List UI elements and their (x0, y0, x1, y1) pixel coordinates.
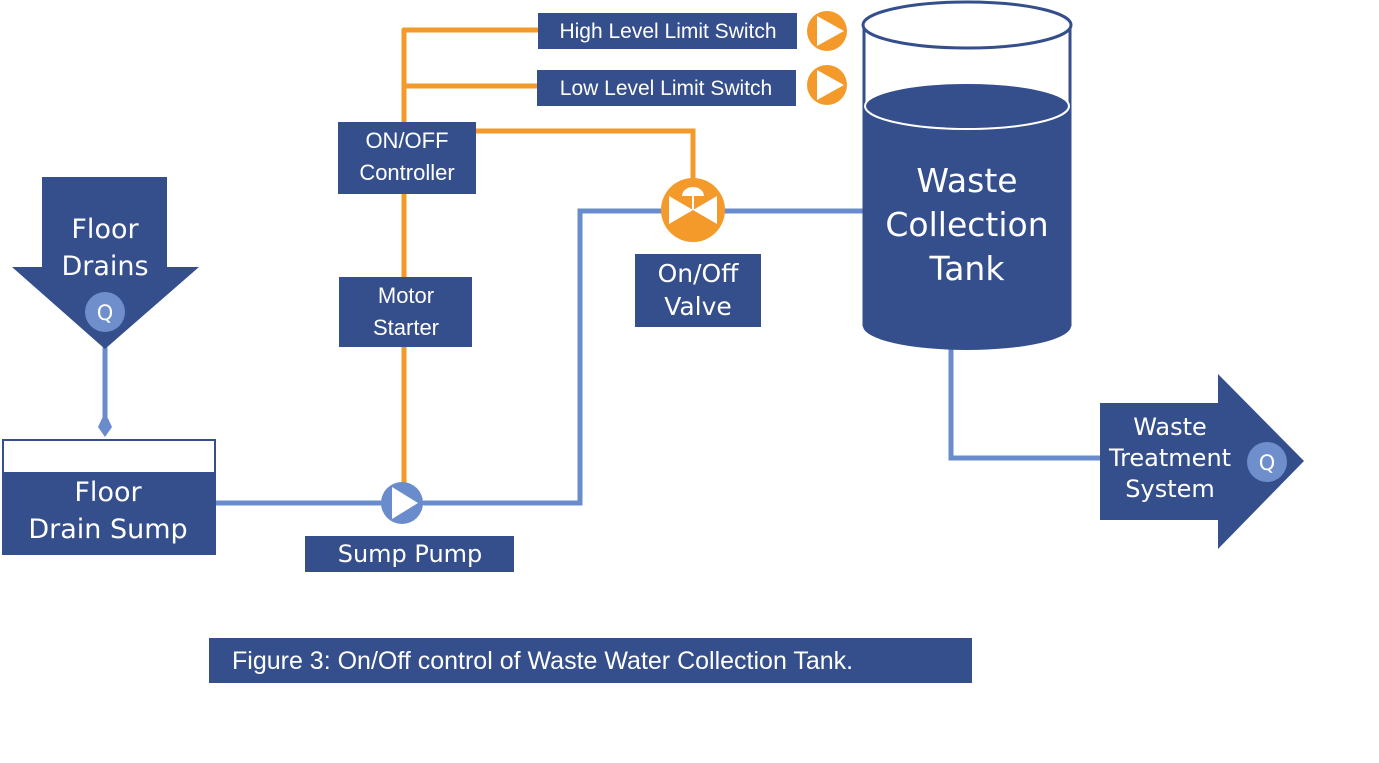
valve-actuator-icon (682, 187, 704, 196)
valve-right-wedge-icon (693, 196, 717, 224)
sump-fill (3, 472, 216, 555)
tank-label-1: Waste (916, 161, 1017, 200)
waste-collection-tank: Waste Collection Tank (861, 0, 1073, 350)
motor-starter-label-2: Starter (373, 315, 439, 340)
sump-pump: Sump Pump (305, 482, 514, 572)
floor-drains-arrow-shape (12, 177, 199, 349)
pump-triangle-icon (392, 487, 418, 519)
treatment-label-1: Waste (1133, 413, 1207, 441)
treatment-flow-meter-icon (1247, 442, 1287, 482)
pipe-drop-tip (98, 412, 112, 437)
low-switch-triangle-icon (817, 70, 844, 100)
valve-label-box (635, 254, 761, 327)
floor-drains-arrow: Floor Drains Q (12, 177, 199, 349)
controller-label-2: Controller (359, 160, 454, 185)
treatment-flow-symbol: Q (1259, 451, 1276, 475)
sump-label-2: Drain Sump (28, 514, 187, 545)
flow-meter-icon (85, 292, 125, 332)
motor-starter: Motor Starter (339, 277, 472, 347)
low-switch-box (537, 70, 796, 106)
treatment-label-3: System (1125, 475, 1215, 503)
onoff-controller: ON/OFF Controller (338, 122, 476, 194)
high-switch-label: High Level Limit Switch (559, 20, 776, 43)
pipe-pump-to-riser (421, 208, 665, 506)
treatment-label-2: Treatment (1108, 444, 1231, 472)
floor-drain-sump: Floor Drain Sump (2, 439, 216, 555)
tank-liquid-body (863, 106, 1071, 326)
tank-label-2: Collection (885, 205, 1048, 244)
high-level-limit-switch: High Level Limit Switch (538, 11, 847, 51)
high-switch-triangle-icon (817, 16, 844, 46)
motor-starter-box (339, 277, 472, 347)
process-lines (98, 208, 1103, 506)
motor-starter-label-1: Motor (378, 283, 434, 308)
controller-box (338, 122, 476, 194)
low-switch-label: Low Level Limit Switch (560, 77, 772, 100)
floor-drains-flow-symbol: Q (97, 301, 114, 325)
high-switch-box (538, 13, 797, 49)
caption-text: Figure 3: On/Off control of Waste Water … (232, 647, 853, 675)
pipe-tank-to-treatment (948, 345, 1103, 461)
sump-pump-label-box (305, 536, 514, 572)
floor-drains-label-1: Floor (71, 214, 139, 245)
onoff-valve: On/Off Valve (635, 178, 761, 327)
valve-label-1: On/Off (658, 259, 740, 288)
tank-liquid-surface (864, 82, 1070, 130)
sump-label-1: Floor (74, 477, 142, 508)
caption-box (209, 638, 972, 683)
sump-pump-label: Sump Pump (338, 540, 483, 568)
floor-drains-label-2: Drains (61, 251, 148, 282)
tank-label-3: Tank (929, 249, 1006, 288)
valve-left-wedge-icon (669, 196, 693, 224)
signal-lines (401, 27, 696, 487)
valve-label-2: Valve (664, 292, 732, 321)
controller-label-1: ON/OFF (365, 128, 448, 153)
tank-top-rim (861, 0, 1073, 50)
signal-line-controller-valve (473, 128, 696, 183)
figure-caption: Figure 3: On/Off control of Waste Water … (209, 638, 972, 683)
tank-bottom (863, 302, 1071, 350)
waste-treatment-arrow: Waste Treatment System Q (1100, 374, 1304, 549)
low-level-limit-switch: Low Level Limit Switch (537, 65, 847, 106)
treatment-arrow-shape (1100, 374, 1304, 549)
